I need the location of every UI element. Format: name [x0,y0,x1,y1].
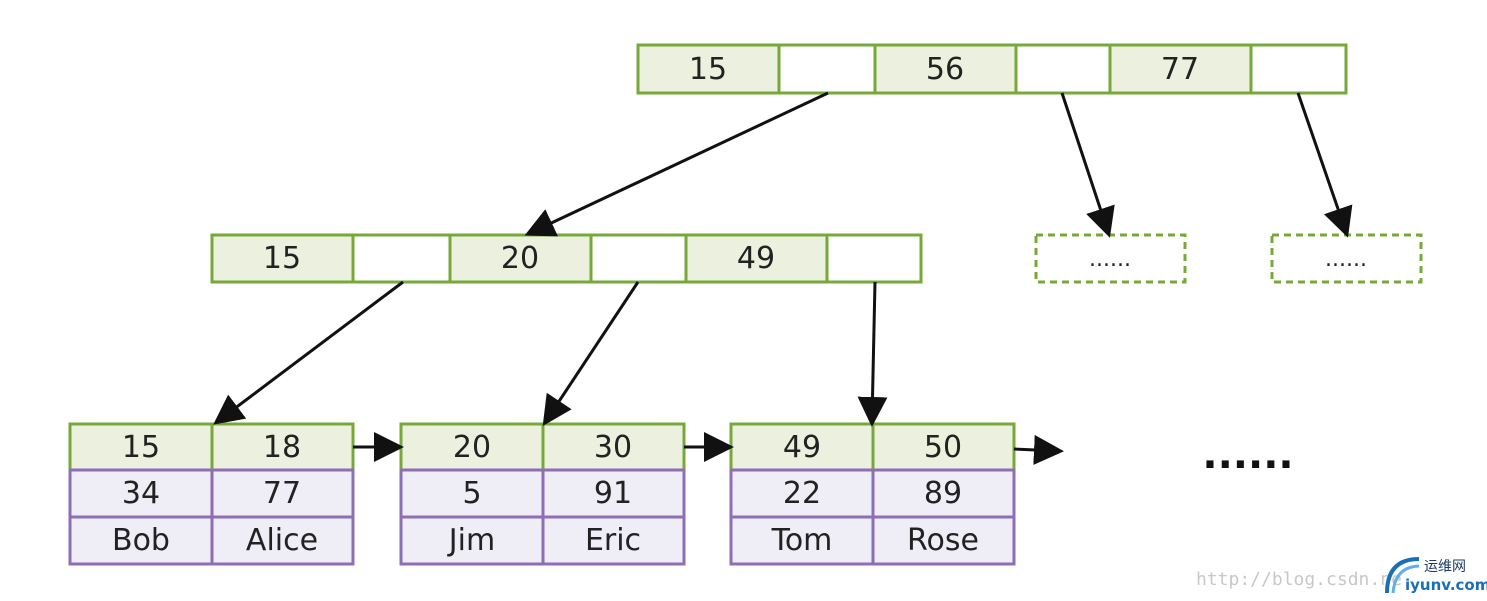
leaf-name-label: Bob [112,523,170,558]
edge-internal-to-leaf [857,281,888,427]
leaf-name-label: Rose [907,523,979,558]
leaf-value-label: 5 [462,476,481,511]
more-leaves-ellipsis: ...... [1202,432,1293,478]
internal-node: 15 20 49 [210,233,923,284]
leaf-name-cell [871,515,1016,566]
root-key-cell [1108,43,1253,95]
root-key-cell [873,43,1018,95]
leaf-key-label: 18 [263,430,301,465]
leaf-key-label: 20 [453,430,491,465]
leaf-key-label: 50 [924,430,962,465]
leaf-key-cell [729,422,875,472]
leaf-value-label: 89 [924,476,962,511]
leaf-key-label: 30 [594,430,632,465]
placeholder-label: ...... [1089,247,1131,272]
root-key-label: 77 [1161,52,1199,87]
placeholder-node: ...... [1270,233,1423,284]
internal-key-cell [448,233,593,284]
root-node: 15 56 77 [636,43,1348,95]
root-pointer-cell [777,43,877,95]
root-pointer-cell [1014,43,1112,95]
logo-chinese-text: 运维网 [1424,559,1466,575]
leaf-node: 20 30 5 91 Jim Eric [399,422,686,566]
edge-internal-to-leaf [213,280,404,425]
leaf-key-cell [871,422,1016,472]
leaf-value-label: 91 [594,476,632,511]
leaf-key-cell [210,422,355,472]
watermark-url: http://blog.csdn.ne [1196,569,1402,590]
leaf-key-cell [68,422,214,472]
leaf-name-label: Eric [585,523,641,558]
leaf-name-cell [68,515,214,566]
root-pointer-cell [1249,43,1348,95]
leaf-name-cell [399,515,545,566]
root-key-label: 15 [689,52,727,87]
edge-internal-to-leaf [542,281,640,427]
leaf-value-cell [399,468,545,519]
leaf-key-label: 15 [122,430,160,465]
leaf-value-cell [210,468,355,519]
leaf-key-label: 49 [783,430,821,465]
internal-pointer-cell [589,233,688,284]
leaf-name-cell [210,515,355,566]
internal-pointer-cell [351,233,452,284]
root-key-cell [636,43,781,95]
root-key-label: 56 [926,52,964,87]
edge-root-to-placeholder [1060,92,1115,238]
edge-root-to-internal [524,91,829,237]
leaf-value-label: 22 [783,476,821,511]
leaf-value-label: 34 [122,476,160,511]
placeholder-label: ...... [1325,247,1367,272]
internal-key-cell [684,233,829,284]
iyunv-logo-icon [1385,557,1420,594]
leaf-key-cell [541,422,686,472]
leaf-name-label: Jim [447,523,495,558]
leaf-name-cell [541,515,686,566]
leaf-node: 49 50 22 89 Tom Rose [729,422,1016,566]
leaf-value-label: 77 [263,476,301,511]
internal-key-label: 15 [263,241,301,276]
leaf-node: 15 18 34 77 Bob Alice [68,422,355,566]
edge-leaf-link [1013,434,1064,465]
leaf-name-cell [729,515,875,566]
internal-key-label: 49 [737,241,775,276]
logo-site-text: iyunv.com [1405,576,1487,594]
placeholder-node: ...... [1034,233,1187,284]
edge-root-to-placeholder [1296,92,1353,238]
leaf-name-label: Tom [771,523,833,558]
internal-pointer-cell [825,233,923,284]
internal-key-label: 20 [501,241,539,276]
leaf-name-label: Alice [246,523,318,558]
